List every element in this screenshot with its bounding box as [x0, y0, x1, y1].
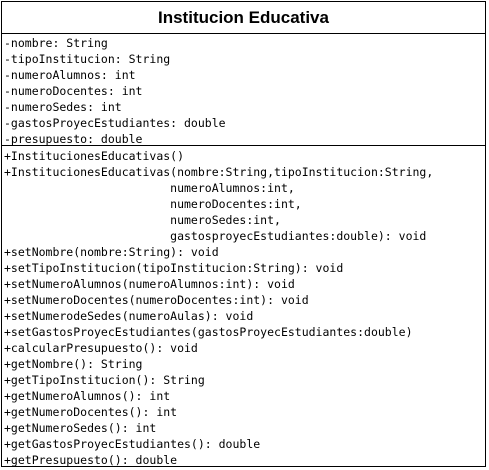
operation: +InstitucionesEducativas(nombre:String,t… [4, 165, 434, 179]
operation: +getNumeroSedes(): int [4, 421, 157, 435]
attribute: -nombre: String [4, 36, 108, 50]
operations-compartment: +InstitucionesEducativas() +Institucione… [2, 146, 485, 468]
operation: +calcularPresupuesto(): void [4, 341, 198, 355]
operation: +setTipoInstitucion(tipoInstitucion:Stri… [4, 261, 344, 275]
operation-continuation: numeroDocentes:int, [4, 197, 302, 211]
operation: +setGastosProyecEstudiantes(gastosProyec… [4, 325, 413, 339]
attribute: -numeroDocentes: int [4, 84, 143, 98]
attribute: -tipoInstitucion: String [4, 52, 171, 66]
operation: +getTipoInstitucion(): String [4, 373, 205, 387]
operation: +getGastosProyecEstudiantes(): double [4, 437, 261, 451]
operation: +setNumeroAlumnos(numeroAlumnos:int): vo… [4, 277, 295, 291]
operation: +setNombre(nombre:String): void [4, 245, 219, 259]
attribute: -gastosProyecEstudiantes: double [4, 116, 226, 130]
operation: +InstitucionesEducativas() [4, 149, 185, 163]
operation: +setNumeroDocentes(numeroDocentes:int): … [4, 293, 309, 307]
attribute: -presupuesto: double [4, 132, 143, 146]
operation: +setNumerodeSedes(numeroAulas): void [4, 309, 254, 323]
operation: +getNombre(): String [4, 357, 143, 371]
attribute: -numeroAlumnos: int [4, 68, 136, 82]
attributes-compartment: -nombre: String -tipoInstitucion: String… [2, 34, 485, 146]
attribute: -numeroSedes: int [4, 100, 122, 114]
operation: +getPresupuesto(): double [4, 453, 178, 467]
operation: +getNumeroDocentes(): int [4, 405, 178, 419]
operation-continuation: gastosproyecEstudiantes:double): void [4, 229, 427, 243]
operation-continuation: numeroSedes:int, [4, 213, 281, 227]
operation: +getNumeroAlumnos(): int [4, 389, 171, 403]
operation-continuation: numeroAlumnos:int, [4, 181, 295, 195]
class-name: Institucion Educativa [2, 2, 485, 34]
